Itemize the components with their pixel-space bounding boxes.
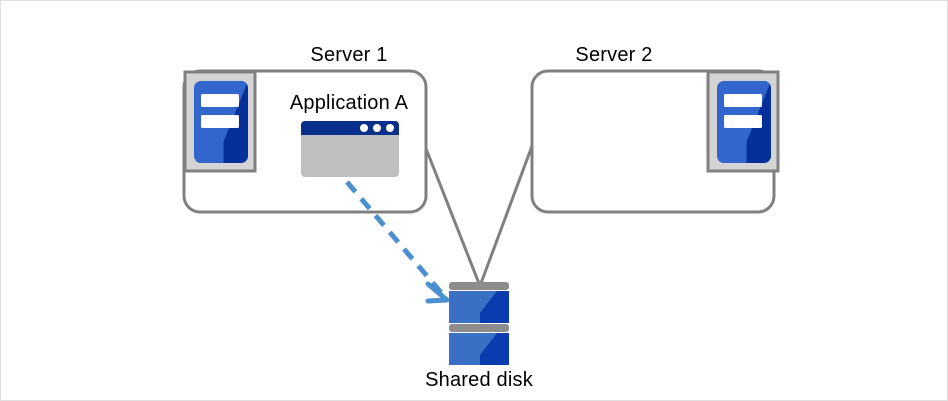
connector-server1-to-disk: [423, 144, 482, 288]
window-dot-1: [360, 124, 368, 132]
connector-server2-to-disk: [478, 144, 534, 288]
shared-disk-label: Shared disk: [425, 369, 533, 391]
disk-stack-icon: [449, 282, 509, 365]
arrowhead-icon: [425, 281, 450, 304]
app-window-icon: [301, 121, 399, 177]
server-icon: [183, 70, 257, 173]
server2-label: Server 2: [575, 44, 653, 66]
application-to-disk-arrow: [345, 180, 450, 304]
server1-label: Server 1: [310, 44, 388, 66]
window-dot-2: [373, 124, 381, 132]
server-icon: [706, 70, 780, 173]
window-dot-3: [386, 124, 394, 132]
application-label: Application A: [289, 92, 409, 114]
